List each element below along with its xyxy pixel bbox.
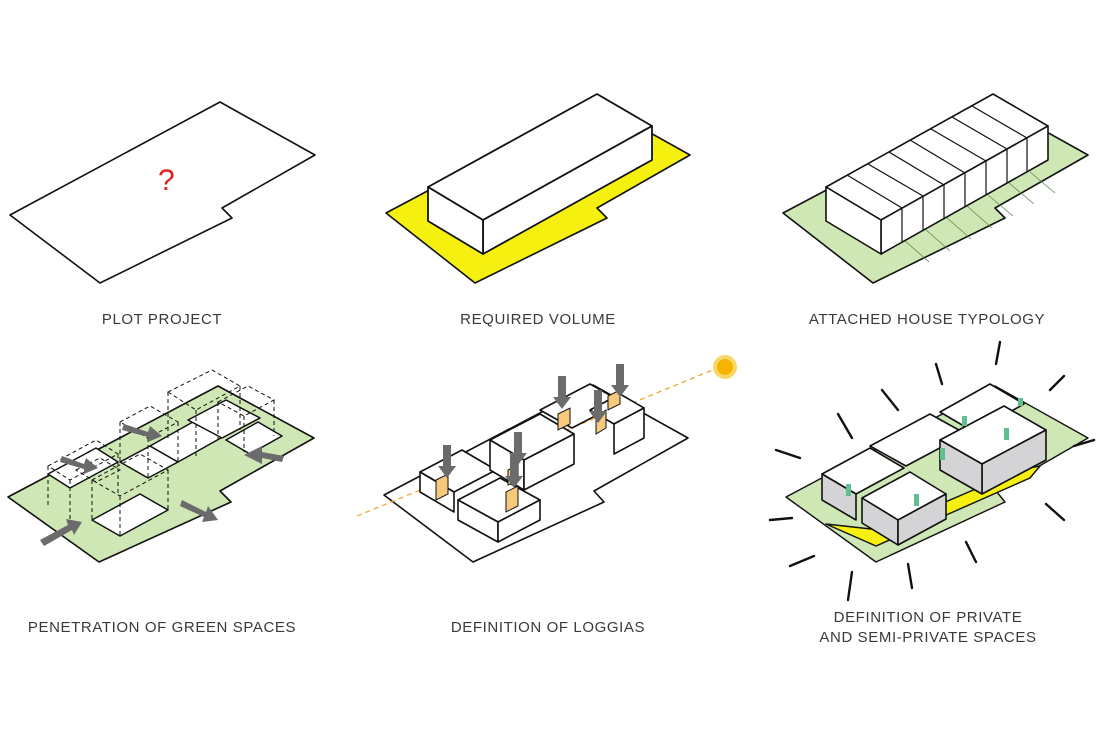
plant-icon — [846, 484, 851, 496]
panel-green-spaces — [7, 369, 315, 563]
sun-arrows — [438, 364, 629, 488]
arrow-icon — [438, 445, 456, 478]
private-blocks — [821, 383, 1047, 546]
question-mark: ? — [158, 164, 175, 197]
caption-attached-house: ATTACHED HOUSE TYPOLOGY — [808, 311, 1046, 328]
arrow-icon — [180, 500, 218, 522]
garden-dividers — [903, 171, 1056, 263]
plant-icon — [914, 494, 919, 506]
caption-loggias: DEFINITION OF LOGGIAS — [450, 619, 646, 636]
green-penetration-arrows — [40, 424, 284, 546]
radiating-lines — [768, 340, 1096, 602]
arrow-icon — [122, 424, 162, 442]
caption-green-spaces: PENETRATION OF GREEN SPACES — [27, 619, 297, 636]
volume-side — [427, 186, 484, 255]
panel-required-volume — [385, 93, 691, 284]
caption-plot-project: PLOT PROJECT — [101, 311, 223, 328]
terrace-side — [825, 186, 882, 255]
arrow-icon — [40, 519, 82, 546]
panel-private-spaces — [768, 340, 1096, 602]
house-dividers — [846, 105, 1028, 242]
plant-icon — [1004, 428, 1009, 440]
arrow-icon — [509, 432, 527, 465]
arrow-icon — [60, 456, 98, 474]
caption-line-2: AND SEMI-PRIVATE SPACES — [819, 629, 1037, 646]
panel-loggias — [356, 355, 737, 563]
plot-outline — [9, 101, 316, 284]
plant-icon — [962, 416, 967, 426]
arrow-icon — [553, 376, 571, 409]
plant-icon — [940, 448, 945, 460]
sun-icon — [713, 355, 737, 379]
caption-private-spaces: DEFINITION OF PRIVATE AND SEMI-PRIVATE S… — [798, 608, 1058, 648]
caption-required-volume: REQUIRED VOLUME — [460, 311, 616, 328]
dashed-massing — [47, 369, 276, 536]
arrow-icon — [589, 390, 607, 423]
planter-icons — [846, 398, 1023, 506]
arrow-icon — [244, 446, 284, 464]
panel-attached-house — [782, 93, 1089, 284]
arrow-icon — [505, 455, 523, 488]
arrow-icon — [611, 364, 629, 397]
caption-line-1: DEFINITION OF PRIVATE — [833, 609, 1023, 626]
panel-plot-project: ? — [9, 101, 316, 284]
plant-icon — [1018, 398, 1023, 406]
sun-ray — [356, 366, 721, 517]
